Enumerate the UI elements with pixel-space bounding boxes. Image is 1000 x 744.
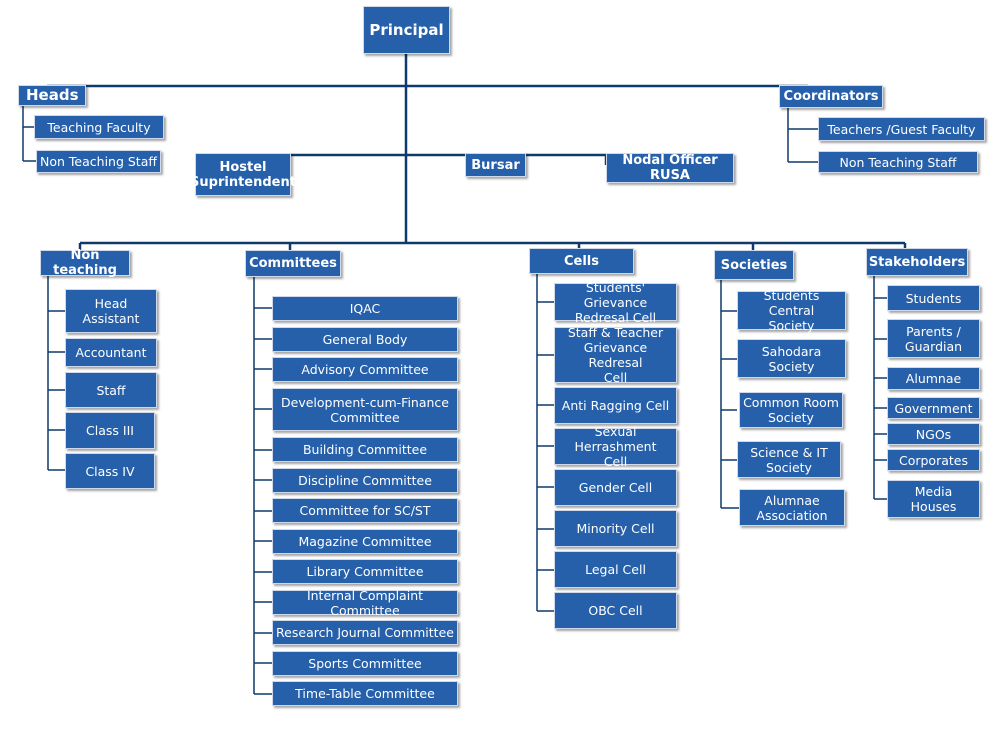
- heads-node: Heads: [18, 85, 86, 106]
- coordinators-item-teachers-guest-faculty: Teachers /Guest Faculty: [818, 117, 985, 141]
- stakeholder-item: Corporates: [887, 449, 980, 471]
- cell-item: Sexual Herrashment Cell: [554, 424, 677, 469]
- non-teaching-item: Class III: [65, 412, 155, 449]
- committee-item: Library Committee: [272, 559, 458, 584]
- committee-item: Discipline Committee: [272, 468, 458, 493]
- non-teaching-item: Head Assistant: [65, 289, 157, 333]
- non-teaching-header: Non teaching: [40, 248, 130, 278]
- committee-item: General Body: [272, 327, 458, 352]
- committees-header: Committees: [245, 250, 341, 277]
- committee-item: Advisory Committee: [272, 357, 458, 382]
- stakeholders-header: Stakeholders: [866, 248, 968, 276]
- stakeholder-item: Parents / Guardian: [887, 319, 980, 358]
- stakeholder-item: Media Houses: [887, 480, 980, 518]
- principal-node: Principal: [363, 6, 450, 54]
- cell-item: OBC Cell: [554, 592, 677, 629]
- cell-item: Students' Grievance Redresal Cell: [554, 280, 677, 325]
- stakeholder-item: NGOs: [887, 423, 980, 445]
- heads-item-non-teaching-staff: Non Teaching Staff: [36, 150, 161, 173]
- bursar-node: Bursar: [465, 153, 526, 177]
- non-teaching-item: Class IV: [65, 453, 155, 489]
- stakeholder-item: Government: [887, 397, 980, 419]
- stakeholder-item: Students: [887, 285, 980, 311]
- cell-item: Anti Ragging Cell: [554, 387, 677, 424]
- societies-header: Societies: [714, 250, 794, 280]
- committee-item: Sports Committee: [272, 651, 458, 676]
- stakeholder-item: Alumnae: [887, 367, 980, 390]
- committee-item: Magazine Committee: [272, 529, 458, 554]
- society-item: Common Room Society: [739, 392, 843, 428]
- society-item: Sahodara Society: [737, 339, 846, 378]
- heads-item-teaching-faculty: Teaching Faculty: [34, 115, 164, 139]
- society-item: Science & IT Society: [737, 441, 841, 478]
- coordinators-item-non-teaching-staff: Non Teaching Staff: [818, 151, 978, 173]
- cell-item: Legal Cell: [554, 551, 677, 588]
- committee-item: Time-Table Committee: [272, 681, 458, 706]
- committee-item: Development-cum-Finance Committee: [272, 388, 458, 431]
- committee-item: IQAC: [272, 296, 458, 321]
- hostel-superintendent-node: Hostel Suprintendent: [190, 153, 296, 196]
- cell-item: Gender Cell: [554, 469, 677, 506]
- cell-item: Minority Cell: [554, 510, 677, 547]
- society-item: Students Central Society: [737, 288, 846, 333]
- committee-item: Building Committee: [272, 437, 458, 462]
- non-teaching-item: Staff: [65, 372, 157, 408]
- committee-item: Research Journal Committee: [272, 620, 458, 645]
- coordinators-node: Coordinators: [779, 85, 883, 108]
- society-item: Alumnae Association: [739, 489, 845, 526]
- non-teaching-item: Accountant: [65, 338, 157, 367]
- committee-item: Internal Complaint Committee: [272, 588, 458, 618]
- committee-item: Committee for SC/ST: [272, 498, 458, 523]
- cells-header: Cells: [529, 248, 634, 274]
- nodal-officer-node: Nodal Officer RUSA: [606, 153, 734, 183]
- cell-item: Staff & Teacher Grievance Redresal Cell: [554, 325, 677, 385]
